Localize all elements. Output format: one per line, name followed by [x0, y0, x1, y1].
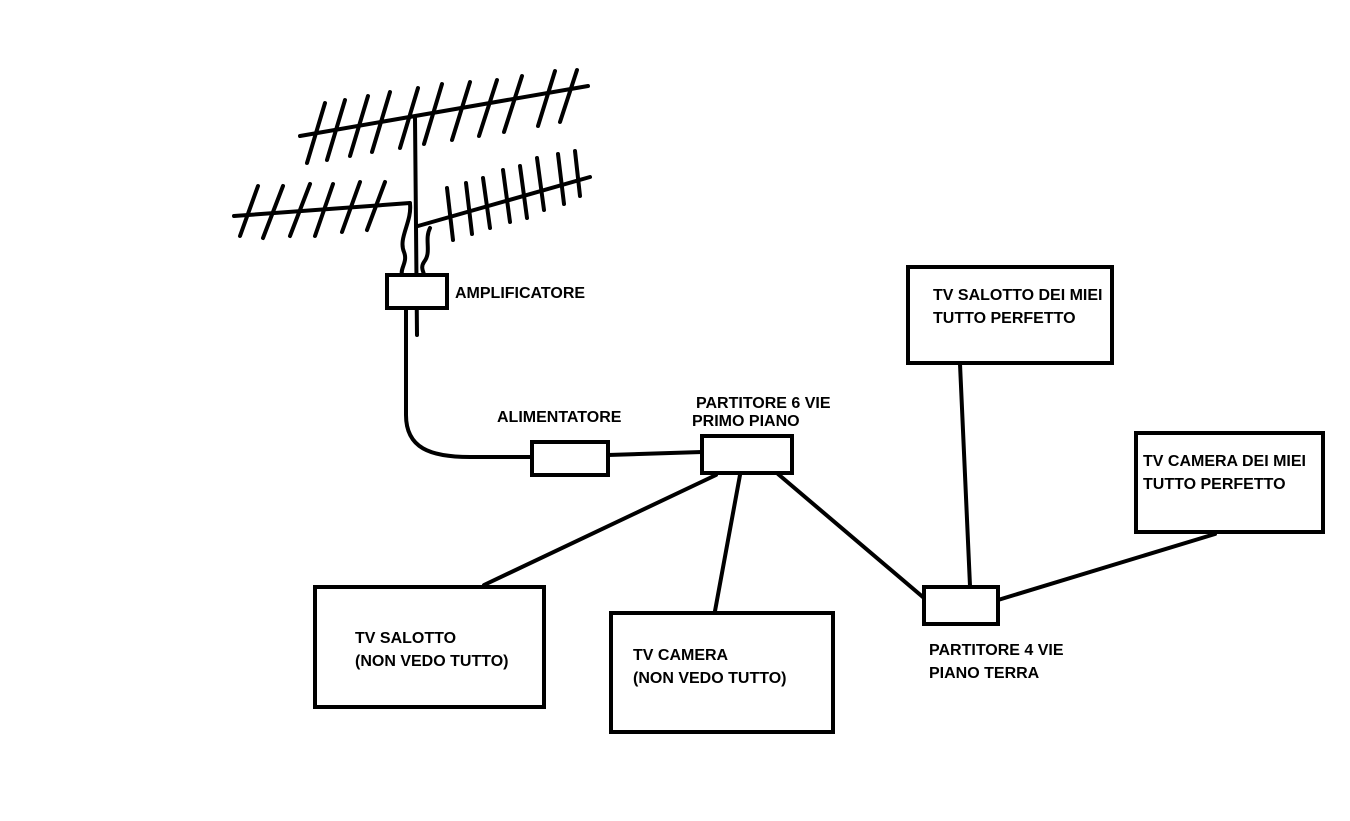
cable-splitter-4-to-tv-camera-miei [996, 532, 1217, 602]
cable-splitter-4-to-tv-salotto-miei [958, 362, 972, 588]
splitter-4-label-line1: PARTITORE 4 VIE [929, 642, 1064, 659]
tv-camera-miei-label-line2: TUTTO PERFETTO [1143, 476, 1286, 493]
tv-camera-box [609, 611, 835, 734]
splitter-4-label-line2: PIANO TERRA [929, 665, 1040, 682]
antenna-right-elements [445, 149, 582, 242]
tv-salotto-label-line2: (NON VEDO TUTTO) [355, 653, 508, 670]
splitter-6-box [700, 434, 794, 475]
tv-salotto-box [313, 585, 546, 709]
tv-camera-miei-label-line1: TV CAMERA DEI MIEI [1143, 453, 1306, 470]
splitter-6-label-line2: PRIMO PIANO [692, 413, 800, 430]
splitter-6-label-line1: PARTITORE 6 VIE [696, 395, 831, 412]
amplifier-box [385, 273, 449, 310]
tv-salotto-miei-label-line1: TV SALOTTO DEI MIEI [933, 287, 1103, 304]
tv-salotto-miei-label-line2: TUTTO PERFETTO [933, 310, 1076, 327]
tv-camera-label-line1: TV CAMERA [633, 647, 729, 664]
tv-salotto-label-line1: TV SALOTTO [355, 630, 456, 647]
splitter-4-box [922, 585, 1000, 626]
antenna-down-lead-right [420, 226, 432, 277]
antenna-down-lead-left [399, 202, 413, 277]
tv-camera-miei-box [1134, 431, 1325, 534]
cable-splitter-6-to-tv-salotto [482, 473, 718, 587]
amplifier-label: AMPLIFICATORE [455, 285, 585, 302]
antenna [232, 68, 592, 337]
power-supply-box [530, 440, 610, 477]
antenna-upper-elements [305, 68, 579, 165]
power-supply-label: ALIMENTATORE [497, 409, 622, 426]
antenna-upper-boom [298, 84, 590, 138]
cable-splitter-6-to-tv-camera [713, 473, 742, 613]
antenna-left-elements [238, 180, 387, 240]
cable-power-supply-to-splitter-6 [606, 450, 704, 457]
antenna-left-boom [232, 201, 412, 218]
cable-splitter-6-to-splitter-4 [776, 472, 926, 600]
tv-camera-label-line2: (NON VEDO TUTTO) [633, 670, 786, 687]
cable-amplifier-to-power-supply [404, 306, 534, 459]
tv-salotto-miei-box [906, 265, 1114, 365]
